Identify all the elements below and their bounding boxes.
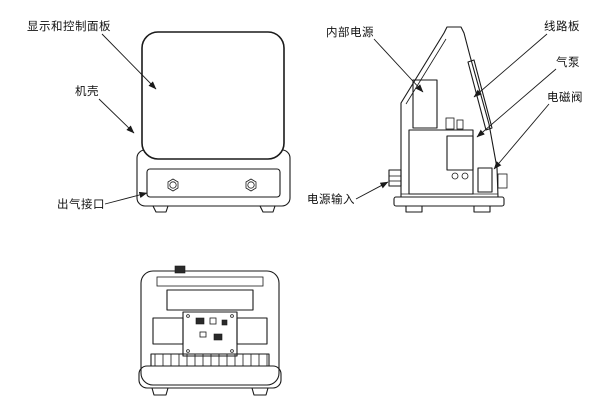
bottom-cutout-right xyxy=(236,317,268,345)
leader-solenoid-valve xyxy=(493,103,550,170)
label-casing: 机壳 xyxy=(75,86,99,98)
side-compartment xyxy=(408,129,474,195)
side-capacitor-1 xyxy=(445,117,455,130)
leader-lines xyxy=(98,33,557,205)
front-display-panel xyxy=(141,31,285,160)
side-power-input xyxy=(388,169,402,187)
front-outlet-band xyxy=(146,168,281,198)
leader-internal-power xyxy=(373,38,424,93)
leader-circuit-board xyxy=(473,33,548,98)
leader-air-outlet xyxy=(104,191,148,205)
side-foot-left xyxy=(405,205,423,213)
bottom-foot-right xyxy=(251,387,269,396)
leader-casing xyxy=(98,98,135,134)
bottom-circuit-board xyxy=(182,311,238,357)
label-circuit-board: 线路板 xyxy=(544,21,580,33)
label-solenoid-valve: 电磁阀 xyxy=(547,92,583,104)
side-view-drawing xyxy=(388,26,508,213)
leader-air-pump xyxy=(476,68,557,138)
front-foot-right xyxy=(259,205,276,213)
front-bolt-right xyxy=(245,178,257,192)
side-air-pump xyxy=(446,135,474,180)
bottom-base xyxy=(138,365,282,389)
label-internal-power: 内部电源 xyxy=(326,27,374,39)
side-base xyxy=(393,196,505,207)
bottom-shell xyxy=(140,270,280,386)
leader-display-panel xyxy=(101,33,157,90)
side-housing-outline xyxy=(400,26,499,198)
bottom-tab xyxy=(174,265,186,274)
bottom-foot-left xyxy=(151,387,169,396)
leader-power-input xyxy=(355,181,389,200)
label-display-panel: 显示和控制面板 xyxy=(27,21,111,33)
bottom-top-recess xyxy=(156,276,264,287)
label-air-pump: 气泵 xyxy=(556,57,580,69)
side-circuit-board xyxy=(467,59,493,131)
side-inner-slant xyxy=(405,38,447,105)
bottom-cutout-left xyxy=(152,317,184,345)
bottom-upper-opening xyxy=(166,289,254,311)
label-air-outlet: 出气接口 xyxy=(57,199,105,211)
side-solenoid-valve xyxy=(477,167,508,193)
label-power-input: 电源输入 xyxy=(307,194,355,206)
side-foot-right xyxy=(473,205,491,213)
front-view-drawing xyxy=(136,31,291,213)
front-foot-left xyxy=(152,205,169,213)
side-internal-power xyxy=(412,79,438,129)
bottom-view-drawing xyxy=(138,265,282,396)
side-capacitor-2 xyxy=(456,119,464,130)
front-bolt-left xyxy=(167,178,179,192)
